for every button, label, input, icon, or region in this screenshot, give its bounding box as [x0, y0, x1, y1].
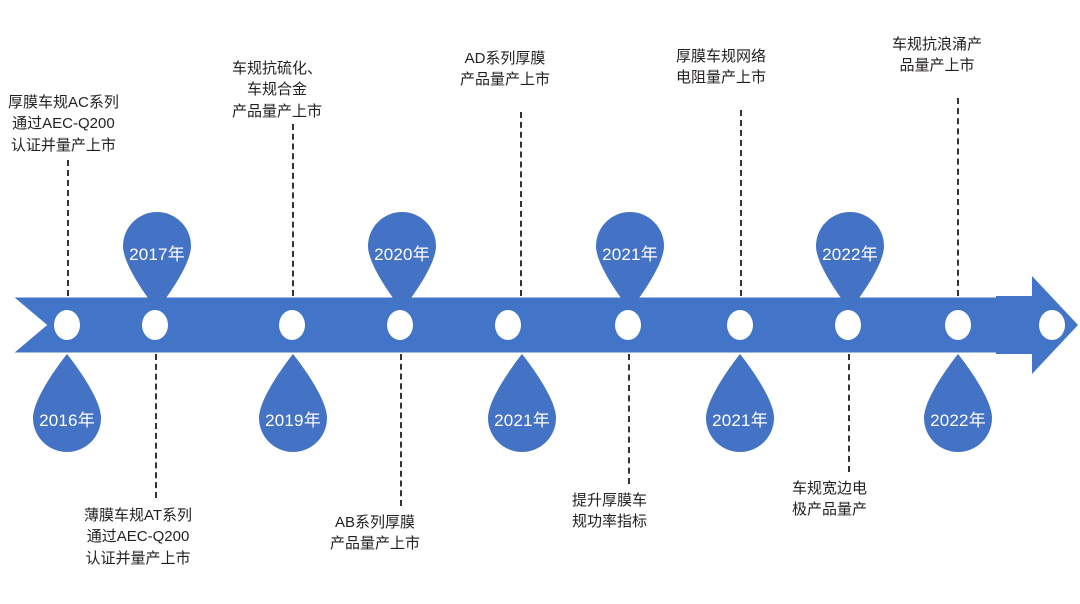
- milestone-caption-bottom: 车规宽边电 极产品量产: [792, 480, 868, 519]
- milestone-caption-top: AD系列厚膜 产品量产上市: [460, 50, 551, 89]
- timeline-node-circle: [387, 310, 413, 340]
- timeline-arrowhead: [996, 276, 1078, 374]
- year-pin-bottom[interactable]: 2022年: [920, 354, 996, 458]
- pin-teardrop-path: [924, 354, 992, 452]
- pin-shape: [816, 212, 884, 310]
- connector-dashed-line: [628, 354, 630, 484]
- year-pin-top[interactable]: 2017年: [119, 206, 195, 310]
- timeline-node-circle: [835, 310, 861, 340]
- timeline-node-circle: [1039, 310, 1065, 340]
- timeline-node-circle: [54, 310, 80, 340]
- connector-dashed-line: [740, 110, 742, 296]
- connector-dashed-line: [292, 124, 294, 296]
- pin-teardrop-path: [33, 354, 101, 452]
- timeline-arrow-bar: [0, 272, 1080, 378]
- year-pin-top[interactable]: 2020年: [364, 206, 440, 310]
- timeline-arrow-shape: [14, 272, 1077, 378]
- pin-teardrop-path: [123, 212, 191, 310]
- pin-shape: [368, 212, 436, 310]
- connector-dashed-line: [957, 98, 959, 296]
- pin-teardrop-path: [596, 212, 664, 310]
- pin-teardrop-path: [706, 354, 774, 452]
- pin-shape: [706, 354, 774, 452]
- year-pin-bottom[interactable]: 2021年: [484, 354, 560, 458]
- pin-teardrop-path: [816, 212, 884, 310]
- pin-teardrop-path: [368, 212, 436, 310]
- pin-teardrop-path: [259, 354, 327, 452]
- timeline-node-circle: [727, 310, 753, 340]
- pin-shape: [488, 354, 556, 452]
- pin-shape: [924, 354, 992, 452]
- connector-dashed-line: [67, 160, 69, 296]
- milestone-caption-bottom: AB系列厚膜 产品量产上市: [330, 514, 421, 553]
- connector-dashed-line: [848, 354, 850, 472]
- arrowhead-polygon: [996, 276, 1078, 374]
- year-pin-bottom[interactable]: 2016年: [29, 354, 105, 458]
- milestone-caption-top: 厚膜车规AC系列 通过AEC-Q200 认证并量产上市: [8, 94, 119, 154]
- pin-shape: [123, 212, 191, 310]
- connector-dashed-line: [155, 354, 157, 498]
- timeline-node-circle: [945, 310, 971, 340]
- pin-teardrop-path: [488, 354, 556, 452]
- year-pin-bottom[interactable]: 2021年: [702, 354, 778, 458]
- pin-shape: [33, 354, 101, 452]
- connector-dashed-line: [520, 112, 522, 296]
- timeline-node-circle: [279, 310, 305, 340]
- milestone-caption-top: 厚膜车规网络 电阻量产上市: [676, 48, 767, 87]
- pin-shape: [259, 354, 327, 452]
- milestone-caption-top: 车规抗浪涌产 品量产上市: [892, 36, 983, 75]
- timeline-node-circle: [495, 310, 521, 340]
- milestone-caption-bottom: 提升厚膜车 规功率指标: [572, 492, 648, 531]
- year-pin-top[interactable]: 2022年: [812, 206, 888, 310]
- year-pin-top[interactable]: 2021年: [592, 206, 668, 310]
- year-pin-bottom[interactable]: 2019年: [255, 354, 331, 458]
- pin-shape: [596, 212, 664, 310]
- connector-dashed-line: [400, 354, 402, 506]
- milestone-caption-bottom: 薄膜车规AT系列 通过AEC-Q200 认证并量产上市: [84, 507, 193, 567]
- timeline-node-circle: [142, 310, 168, 340]
- milestone-caption-top: 车规抗硫化、 车规合金 产品量产上市: [232, 60, 323, 120]
- timeline-node-circle: [615, 310, 641, 340]
